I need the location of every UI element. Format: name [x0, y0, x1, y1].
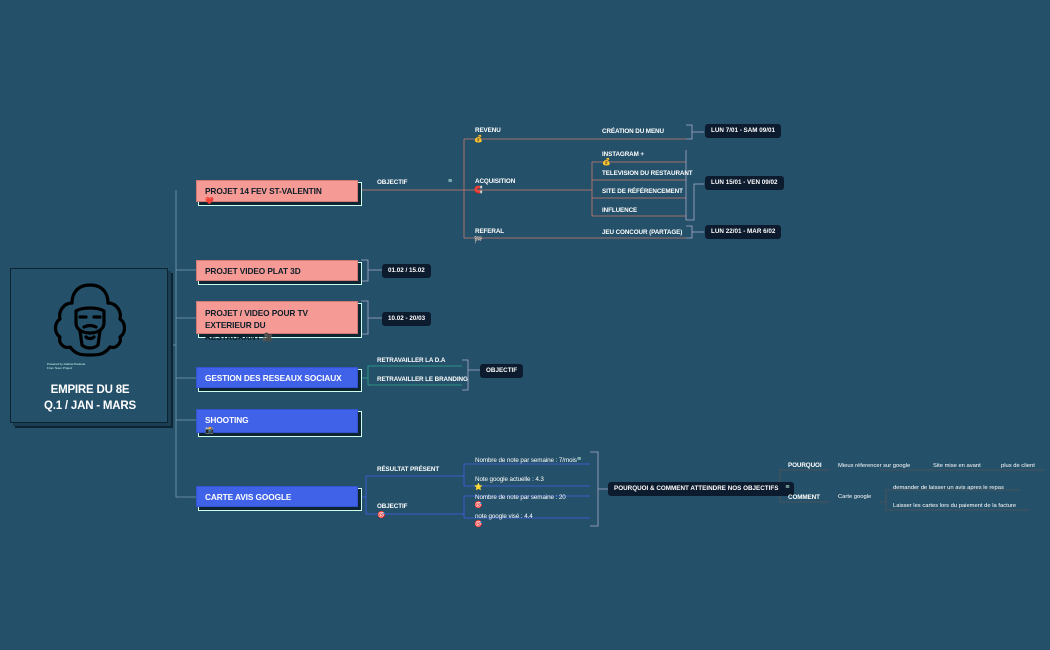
magnet-icon: 🧲: [474, 187, 483, 194]
avis-connector: [360, 463, 590, 519]
retravailler-da-label[interactable]: RETRAVAILLER LA D.A: [377, 357, 446, 364]
topic-video-plat[interactable]: PROJET VIDEO PLAT 3D: [196, 260, 358, 281]
creation-menu-label[interactable]: CRÉATION DU MENU: [602, 128, 664, 135]
central-title-line1: EMPIRE DU 8E: [50, 384, 130, 396]
topic-video-tv-label-2: RESTAURANT 🎥: [205, 332, 273, 342]
bearded-man-icon: [53, 283, 127, 357]
jeu-concours-label[interactable]: JEU CONCOUR (PARTAGE): [602, 229, 683, 236]
central-title: EMPIRE DU 8E Q.1 / JAN - MARS: [11, 382, 169, 414]
reseaux-objectif-pill[interactable]: OBJECTIF: [480, 364, 524, 378]
date-pill-1[interactable]: LUN 7/01 - SAM 09/01: [705, 124, 782, 138]
topic-reseaux-label: GESTION DES RESEAUX SOCIAUX: [205, 373, 342, 383]
topic-video-tv[interactable]: PROJET / VIDEO POUR TV EXTERIEUR DU REST…: [196, 301, 358, 342]
note-actuelle-label[interactable]: Note google actuelle : 4.3: [475, 476, 544, 483]
topic-shooting[interactable]: SHOOTING 📸: [196, 409, 358, 434]
video-tv-date-pill[interactable]: 10.02 - 20/03: [382, 312, 432, 326]
money-bag-icon: 💰: [474, 136, 483, 143]
nb-notes-obj-label[interactable]: Nombre de note par semaine : 20: [475, 494, 566, 501]
acquisition-label[interactable]: ACQUISITION: [475, 178, 516, 185]
target-icon: 🎯: [377, 512, 386, 519]
comment-label[interactable]: COMMENT: [788, 494, 820, 501]
trunk-connector: [168, 190, 196, 498]
heart-icon: ❤️: [205, 198, 214, 205]
star-icon: ⭐: [474, 484, 483, 491]
topic-reseaux[interactable]: GESTION DES RESEAUX SOCIAUX: [196, 367, 358, 388]
retravailler-branding-label[interactable]: RETRAVAILLER LE BRANDING: [377, 376, 468, 383]
comment-1[interactable]: Carte google: [838, 494, 872, 500]
resultat-present-label[interactable]: RÉSULTAT PRÉSENT: [377, 466, 440, 473]
money-bag-icon-2: 💰: [602, 159, 611, 166]
site-ref-label[interactable]: SITE DE RÉFÉRENCEMENT: [602, 188, 683, 195]
pourquoi-2[interactable]: Site mise en avant: [933, 463, 981, 469]
pourquoi-3[interactable]: plus de client: [1001, 463, 1035, 469]
influence-label[interactable]: INFLUENCE: [602, 207, 638, 214]
notes-icon-2: ≡: [577, 456, 582, 463]
avis-objectif-label[interactable]: OBJECTIF: [377, 503, 408, 510]
topic-avis-label: CARTE AVIS GOOGLE: [205, 492, 292, 502]
pourquoi-label[interactable]: POURQUOI: [788, 462, 822, 469]
valentin-objectif[interactable]: OBJECTIF: [377, 179, 408, 186]
central-title-line2: Q.1 / JAN - MARS: [43, 400, 136, 412]
video-plat-bracket: [361, 259, 382, 282]
reseaux-connector: [360, 365, 462, 386]
camera-icon: 📸: [205, 427, 214, 434]
video-plat-date-pill[interactable]: 01.02 / 15.02: [382, 264, 431, 278]
notes-icon-3: ≡: [785, 484, 790, 491]
icon-credit: Powered by Gabriel Pariente From Noun Pr…: [47, 362, 86, 370]
date-pill-3[interactable]: LUN 22/01 - MAR 6/02: [705, 225, 782, 239]
comment-3[interactable]: Laisser les cartes lors du paiement de l…: [893, 503, 1017, 509]
pourquoi-1[interactable]: Mieux réferencer sur google: [838, 463, 911, 469]
topic-valentin[interactable]: PROJET 14 FEV ST-VALENTIN ❤️: [196, 180, 358, 205]
comment-2[interactable]: demander de laisser un avis apres le rep…: [893, 485, 1004, 491]
television-label[interactable]: TELEVISION DU RESTAURANT: [602, 170, 693, 177]
pourquoi-comment-connector: [774, 469, 1045, 511]
central-topic-card[interactable]: Powered by Gabriel Pariente From Noun Pr…: [10, 268, 168, 423]
avis-bracket: [590, 451, 608, 527]
instagram-label[interactable]: INSTAGRAM +: [602, 151, 644, 158]
pourquoi-comment-label: POURQUOI & COMMENT ATTEINDRE NOS OBJECTI…: [614, 485, 779, 492]
flag-icon: 🏁: [474, 237, 483, 244]
nb-notes-label[interactable]: Nombre de note par semaine : 7/mois: [475, 457, 577, 464]
topic-video-tv-label-1: PROJET / VIDEO POUR TV EXTERIEUR DU: [205, 308, 308, 330]
reseaux-bracket: [462, 359, 480, 391]
video-tv-bracket: [361, 300, 382, 335]
pourquoi-comment-pill[interactable]: POURQUOI & COMMENT ATTEINDRE NOS OBJECTI…: [608, 482, 795, 496]
valentin-connector: [360, 138, 686, 239]
date-pill-2[interactable]: LUN 15/01 - VEN 09/02: [705, 176, 784, 190]
notes-icon: ≡: [448, 178, 453, 185]
topic-valentin-label: PROJET 14 FEV ST-VALENTIN: [205, 186, 322, 196]
topic-avis[interactable]: CARTE AVIS GOOGLE: [196, 486, 358, 507]
topic-video-plat-label: PROJET VIDEO PLAT 3D: [205, 266, 301, 276]
note-visee-label[interactable]: note google visé : 4.4: [475, 513, 533, 520]
referal-label[interactable]: REFERAL: [475, 228, 505, 235]
revenu-label[interactable]: REVENU: [475, 127, 501, 134]
date-brackets: [685, 124, 704, 239]
acquisition-connector: [592, 161, 686, 217]
topic-shooting-label: SHOOTING: [205, 415, 249, 425]
target-icon-2: 🎯: [474, 502, 483, 509]
target-icon-3: 🎯: [474, 521, 483, 528]
